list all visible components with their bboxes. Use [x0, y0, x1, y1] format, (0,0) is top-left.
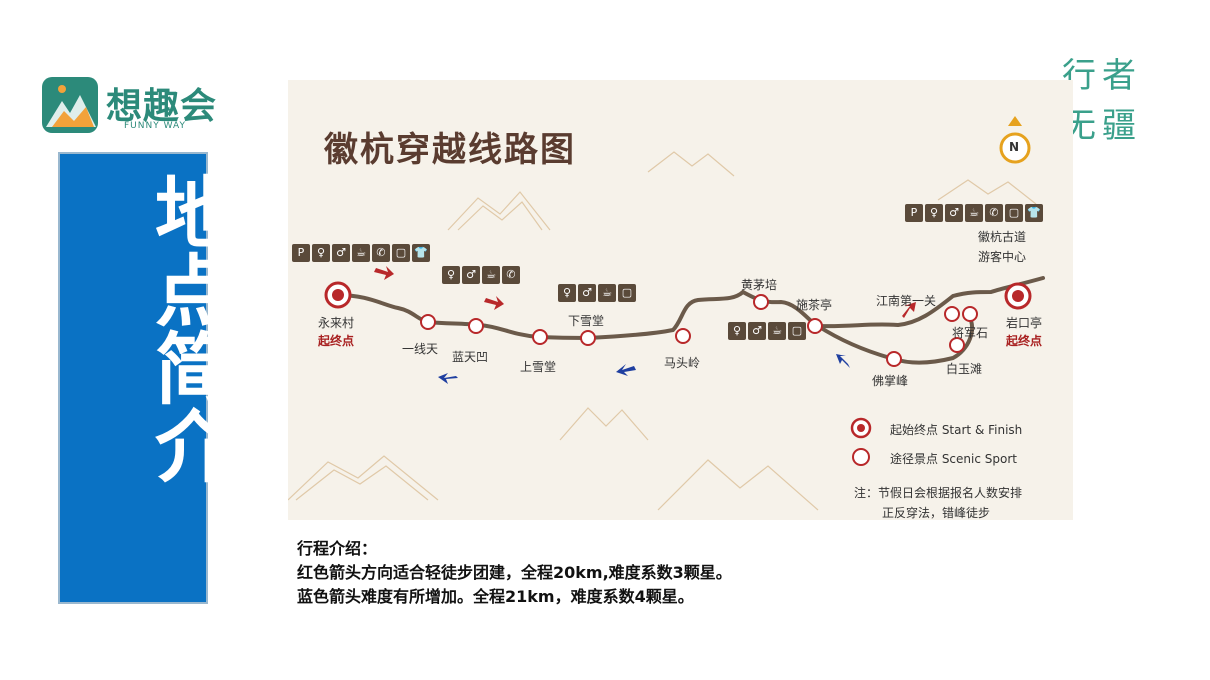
map-graphics	[288, 116, 1045, 511]
start-finish-label: 起终点	[1006, 334, 1043, 348]
brand-name: 想趣会	[106, 86, 218, 127]
slogan-line-2: 无疆	[1062, 106, 1142, 146]
description-line: 红色箭头方向适合轻徒步团建，全程20km,难度系数3颗星。	[297, 563, 732, 582]
toilet-male-icon: ♂	[945, 204, 963, 222]
place-label: 上雪堂	[520, 360, 557, 374]
scenic-markers	[420, 294, 978, 367]
north-compass-icon	[999, 116, 1031, 164]
route-map: 徽杭穿越线路图 N P ♀ ♂ ☕ ✆ ▢ 👕 ♀ ♂ ☕ ✆ ♀ ♂ ☕ ▢ …	[288, 80, 1073, 520]
start-finish-marker	[324, 281, 352, 309]
stop-marker	[944, 306, 960, 322]
toilet-female-icon: ♀	[312, 244, 330, 262]
red-direction-arrows	[374, 266, 916, 318]
toilet-female-icon: ♀	[558, 284, 576, 302]
cafe-icon: ☕	[768, 322, 786, 340]
section-title: 地点简介	[142, 172, 232, 484]
brand-subtitle: FUNNY WAY	[124, 121, 186, 131]
stop-marker	[753, 294, 769, 310]
toilet-male-icon: ♂	[462, 266, 480, 284]
toilet-male-icon: ♂	[578, 284, 596, 302]
place-label: 黄茅培	[741, 278, 778, 292]
blue-direction-arrows	[438, 354, 850, 384]
place-label: 下雪堂	[568, 314, 605, 328]
toilet-female-icon: ♀	[925, 204, 943, 222]
map-note: 正反穿法，错峰徒步	[882, 506, 991, 520]
place-label: 岩口亭	[1006, 316, 1043, 330]
facility-icons: ♀ ♂ ☕ ✆	[442, 266, 520, 284]
stop-marker	[675, 328, 691, 344]
phone-icon: ✆	[985, 204, 1003, 222]
brand-logo: 想趣会 FUNNY WAY	[40, 75, 225, 140]
visitor-center-label: 游客中心	[978, 250, 1027, 264]
start-finish-marker	[1004, 282, 1032, 310]
stop-marker	[468, 318, 484, 334]
legend-scenic-label: 途径景点 Scenic Sport	[890, 452, 1017, 466]
compass-label: N	[1009, 140, 1020, 154]
cafe-icon: ☕	[598, 284, 616, 302]
stop-marker	[886, 351, 902, 367]
place-label: 一线天	[402, 342, 439, 356]
start-finish-label: 起终点	[318, 334, 355, 348]
clothing-icon: 👕	[412, 244, 430, 262]
map-note: 注：节假日会根据报名人数安排	[854, 486, 1023, 500]
facility-icons: ♀ ♂ ☕ ▢	[728, 322, 806, 340]
side-banner: 地点简介	[58, 152, 232, 604]
place-label: 永来村	[318, 316, 355, 330]
phone-icon: ✆	[502, 266, 520, 284]
cafe-icon: ☕	[352, 244, 370, 262]
stop-marker	[420, 314, 436, 330]
facility-icons: P ♀ ♂ ☕ ✆ ▢ 👕	[905, 204, 1043, 222]
facility-icons: ♀ ♂ ☕ ▢	[558, 284, 636, 302]
visitor-center-label: 徽杭古道	[978, 230, 1027, 244]
place-label: 佛掌峰	[872, 374, 909, 388]
legend-start-label: 起始终点 Start & Finish	[890, 423, 1023, 437]
trip-description: 行程介绍： 红色箭头方向适合轻徒步团建，全程20km,难度系数3颗星。 蓝色箭头…	[297, 537, 732, 609]
stop-marker	[807, 318, 823, 334]
description-line: 蓝色箭头难度有所增加。全程21km，难度系数4颗星。	[297, 587, 694, 606]
mountain-decoration	[288, 151, 1037, 511]
legend-start-symbol	[850, 417, 872, 439]
place-label: 白玉滩	[946, 362, 983, 376]
route-branch	[816, 312, 974, 365]
stop-marker	[962, 306, 978, 322]
stop-marker	[532, 329, 548, 345]
shop-icon: ▢	[1005, 204, 1023, 222]
phone-icon: ✆	[372, 244, 390, 262]
toilet-male-icon: ♂	[748, 322, 766, 340]
parking-icon: P	[905, 204, 923, 222]
cafe-icon: ☕	[482, 266, 500, 284]
toilet-female-icon: ♀	[442, 266, 460, 284]
map-title: 徽杭穿越线路图	[324, 130, 576, 170]
place-label: 施茶亭	[796, 298, 833, 312]
toilet-female-icon: ♀	[728, 322, 746, 340]
legend-scenic-symbol	[852, 448, 870, 466]
stop-marker	[949, 337, 965, 353]
stop-marker	[580, 330, 596, 346]
shop-icon: ▢	[788, 322, 806, 340]
cafe-icon: ☕	[965, 204, 983, 222]
description-heading: 行程介绍：	[297, 539, 378, 558]
facility-icons: P ♀ ♂ ☕ ✆ ▢ 👕	[292, 244, 430, 262]
place-label: 将军石	[952, 326, 989, 340]
place-label: 蓝天凹	[452, 350, 489, 364]
parking-icon: P	[292, 244, 310, 262]
slogan-line-1: 行者	[1062, 56, 1142, 96]
clothing-icon: 👕	[1025, 204, 1043, 222]
shop-icon: ▢	[618, 284, 636, 302]
route-path	[336, 276, 1045, 341]
shop-icon: ▢	[392, 244, 410, 262]
toilet-male-icon: ♂	[332, 244, 350, 262]
hiker-logo-icon	[42, 77, 98, 133]
place-label: 马头岭	[664, 356, 701, 370]
place-label: 江南第一关	[876, 294, 937, 308]
